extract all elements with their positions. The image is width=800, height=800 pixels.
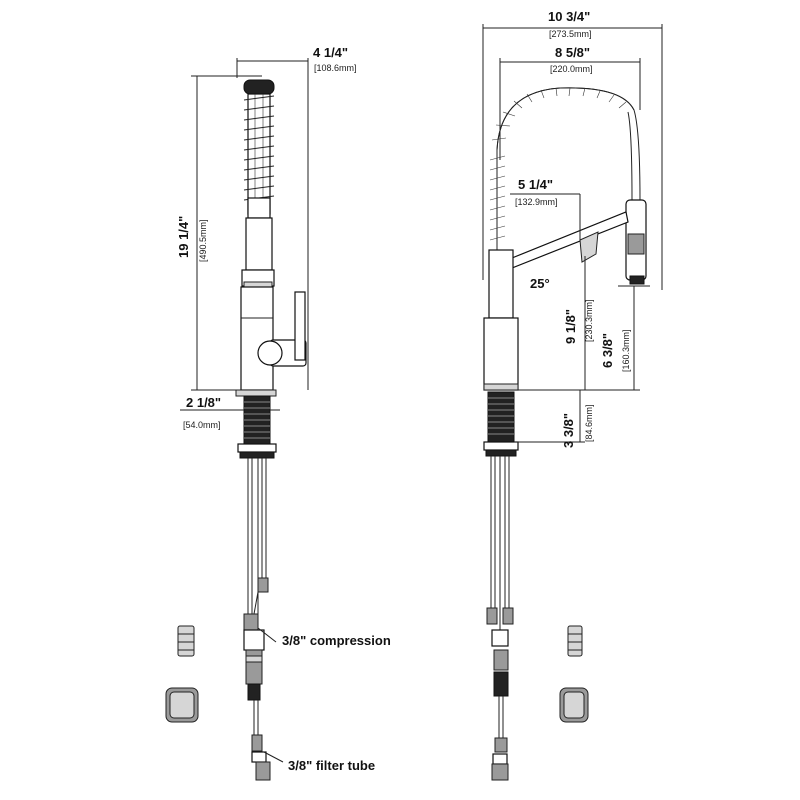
side-nut-small (177, 625, 195, 657)
spout-reach-imperial: 5 1/4" (518, 177, 553, 192)
filter-tube-label: 3/8" filter tube (288, 758, 375, 773)
spring-width-imperial: 8 5/8" (555, 45, 590, 60)
dim-spray-height: 6 3/8" [160.3mm] (600, 285, 650, 390)
dim-base-diameter: 2 1/8" [54.0mm] (180, 395, 280, 430)
front-shank (483, 391, 585, 457)
dim-total-height: 19 1/4" [490.5mm] (176, 75, 262, 391)
front-view: 10 3/4" [273.5mm] 8 5/8" [220.0mm] (482, 9, 663, 781)
dim-spout-height: 9 1/8" [230.3mm] (563, 256, 594, 390)
overall-width-imperial: 10 3/4" (548, 9, 590, 24)
side-shank (235, 389, 277, 459)
spring-width-metric: [220.0mm] (550, 64, 593, 74)
dim-shank-length: 3 3/8" [84.6mm] (561, 390, 594, 448)
front-supply-lines (486, 456, 514, 781)
total-height-imperial: 19 1/4" (176, 216, 191, 258)
spray-height-metric: [160.3mm] (621, 329, 631, 372)
side-nut-large (165, 687, 199, 723)
base-diameter-imperial: 2 1/8" (186, 395, 221, 410)
spout-height-imperial: 9 1/8" (563, 309, 578, 344)
front-spray-head (625, 199, 647, 285)
side-depth-imperial: 4 1/4" (313, 45, 348, 60)
front-nut-small (567, 625, 583, 657)
base-diameter-metric: [54.0mm] (183, 420, 221, 430)
front-body (483, 249, 519, 391)
side-body (240, 286, 307, 391)
callout-compression: 3/8" compression (257, 627, 391, 648)
shank-length-imperial: 3 3/8" (561, 413, 576, 448)
callout-filter-tube: 3/8" filter tube (263, 751, 375, 773)
spout-height-metric: [230.3mm] (584, 299, 594, 342)
spout-reach-metric: [132.9mm] (515, 197, 558, 207)
dim-overall-width: 10 3/4" [273.5mm] (482, 9, 663, 290)
side-depth-metric: [108.6mm] (314, 63, 357, 73)
compression-label: 3/8" compression (282, 633, 391, 648)
shank-length-metric: [84.6mm] (584, 404, 594, 442)
dim-spout-reach: 5 1/4" [132.9mm] (510, 177, 581, 240)
side-spring-head (241, 79, 275, 288)
front-spout-arm: 25° (511, 211, 629, 291)
side-view: 4 1/4" [108.6mm] 19 1/4" [490.5mm] (165, 45, 391, 781)
total-height-metric: [490.5mm] (198, 219, 208, 262)
front-spring (489, 87, 641, 250)
spray-height-imperial: 6 3/8" (600, 333, 615, 368)
overall-width-metric: [273.5mm] (549, 29, 592, 39)
front-nut-large (559, 687, 589, 723)
side-supply-lines (243, 458, 271, 781)
dim-spring-width: 8 5/8" [220.0mm] (499, 45, 641, 160)
spout-angle-label: 25° (530, 276, 550, 291)
dim-side-depth: 4 1/4" [108.6mm] (236, 45, 357, 390)
